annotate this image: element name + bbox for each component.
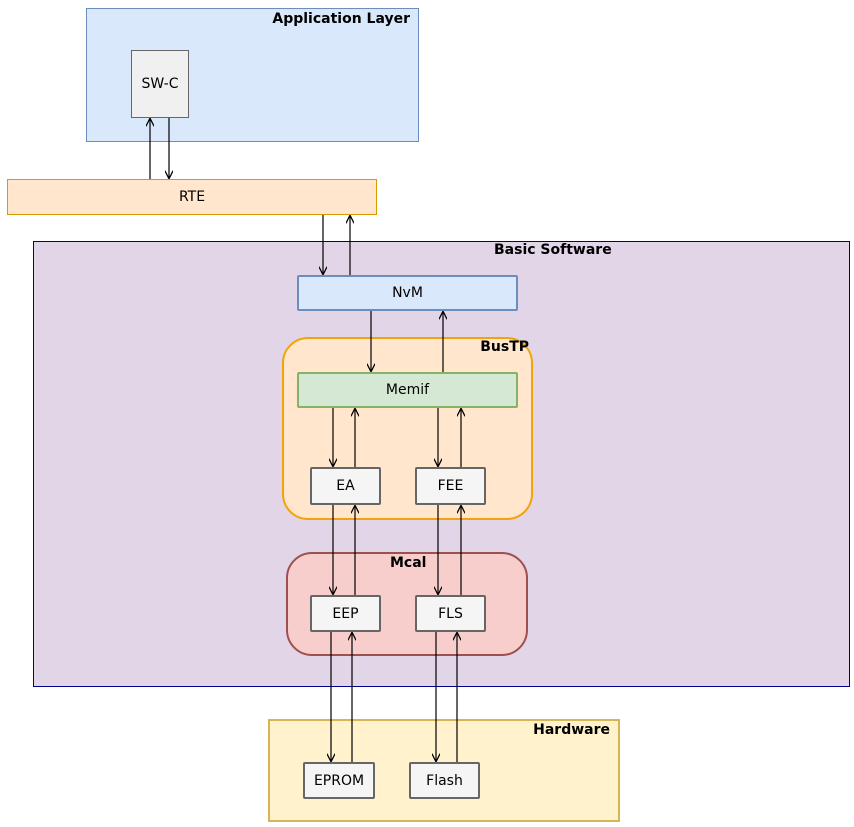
rte-node[interactable]: RTE <box>7 179 377 215</box>
flash-node[interactable]: Flash <box>409 762 480 799</box>
memif-node[interactable]: Memif <box>297 372 518 408</box>
mcal-title: Mcal <box>390 555 427 571</box>
hardware-title: Hardware <box>533 722 610 738</box>
bustp-title: BusTP <box>480 339 529 355</box>
eep-node[interactable]: EEP <box>310 595 381 632</box>
mcal-group: Mcal <box>286 552 528 656</box>
fee-node[interactable]: FEE <box>415 467 486 505</box>
basic-software-title: Basic Software <box>494 242 612 258</box>
application-layer-title: Application Layer <box>272 11 410 27</box>
nvm-node[interactable]: NvM <box>297 275 518 311</box>
eprom-node[interactable]: EPROM <box>303 762 375 799</box>
ea-node[interactable]: EA <box>310 467 381 505</box>
swc-node[interactable]: SW-C <box>131 50 189 118</box>
fls-node[interactable]: FLS <box>415 595 486 632</box>
